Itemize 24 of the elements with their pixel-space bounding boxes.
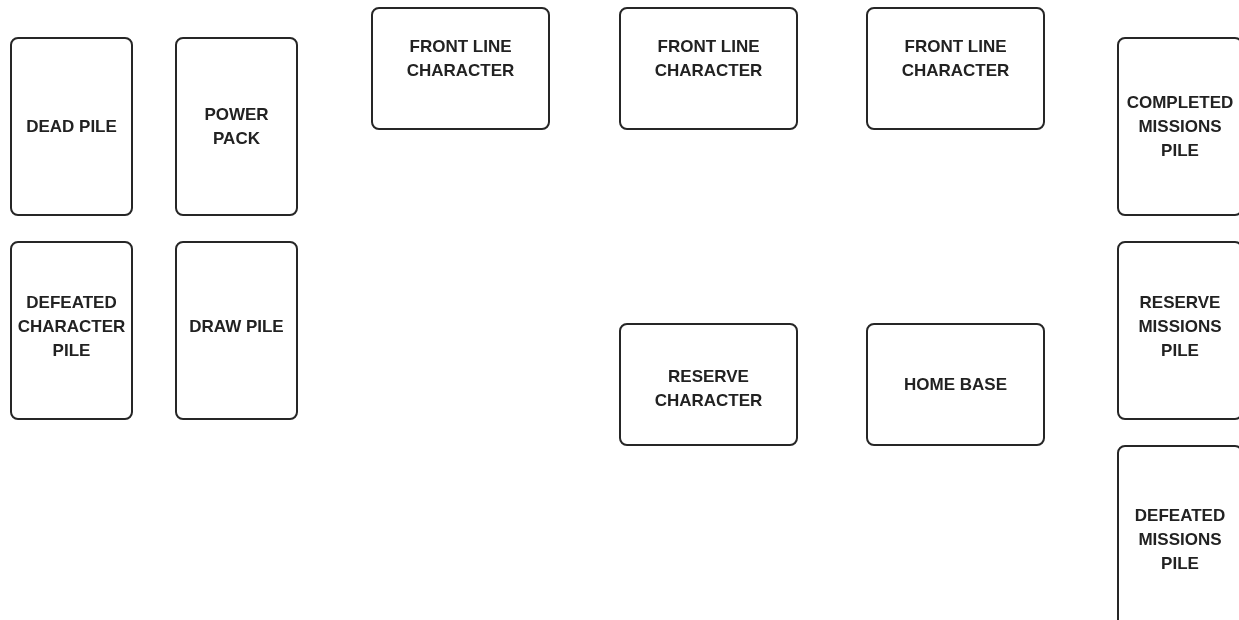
card-slot — [619, 7, 798, 130]
slot-label: DEFEATED CHARACTER PILE — [17, 291, 126, 362]
card-slot — [866, 7, 1045, 130]
card-slot — [866, 323, 1045, 446]
slot-label: FRONT LINE CHARACTER — [900, 35, 1011, 82]
slot-label: HOME BASE — [904, 373, 1007, 396]
card-slot — [619, 323, 798, 446]
slot-label: POWER PACK — [203, 103, 270, 150]
slot-label: DEFEATED MISSIONS PILE — [1133, 505, 1227, 575]
slot-label: RESERVE CHARACTER — [653, 365, 764, 412]
slot-label: DEAD PILE — [26, 115, 117, 138]
card-slot — [10, 37, 133, 216]
slot-label: DRAW PILE — [189, 315, 284, 338]
card-slot — [1117, 37, 1239, 216]
card-slot — [1117, 241, 1239, 420]
card-slot — [1117, 445, 1239, 620]
slot-label: COMPLETED MISSIONS PILE — [1125, 91, 1235, 162]
card-slot — [10, 241, 133, 420]
card-slot — [371, 7, 550, 130]
card-slot — [175, 37, 298, 216]
card-slot — [175, 241, 298, 420]
slot-label: FRONT LINE CHARACTER — [405, 35, 516, 82]
slot-label: FRONT LINE CHARACTER — [653, 35, 764, 82]
slot-label: RESERVE MISSIONS PILE — [1137, 291, 1223, 362]
